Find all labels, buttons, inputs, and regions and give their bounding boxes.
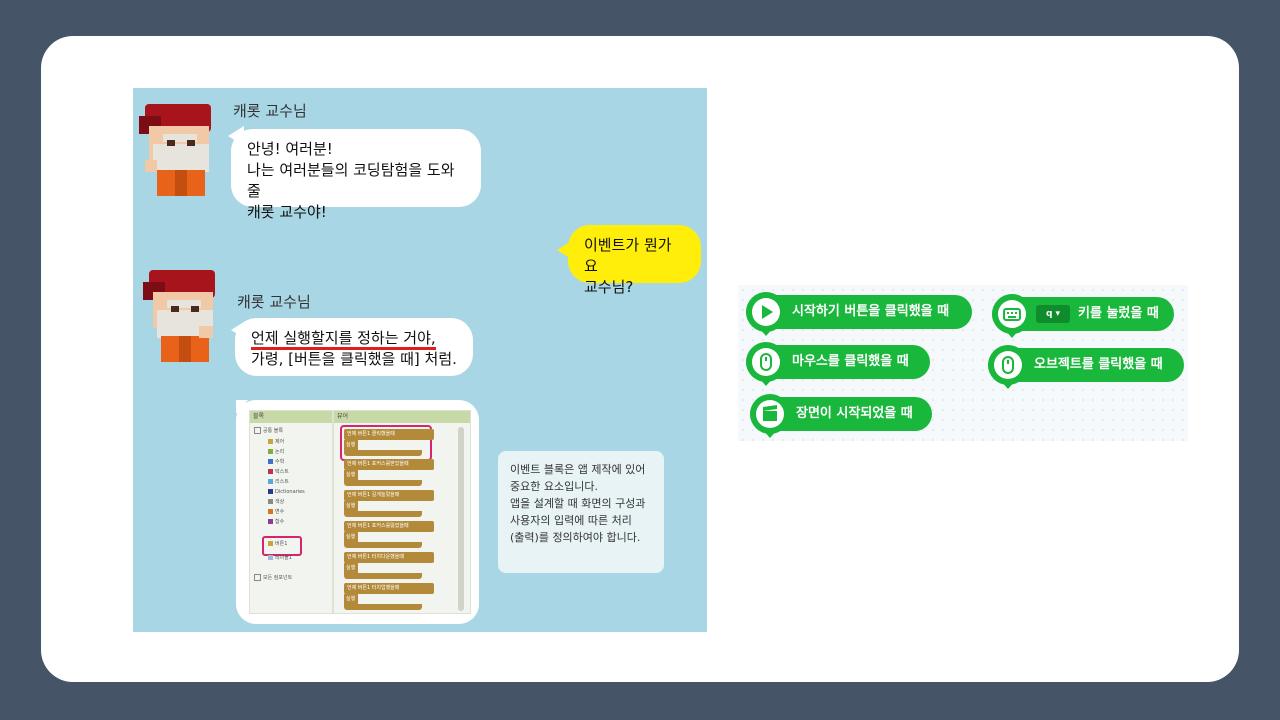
event-block[interactable]: 언제 버튼1 터치업했을때 실행	[344, 583, 436, 611]
speaker-name: 캐롯 교수님	[233, 102, 307, 120]
mouse-icon	[752, 348, 780, 376]
tree-item[interactable]: 제어	[268, 438, 284, 446]
tree-item[interactable]: 레이블1	[268, 554, 292, 562]
professor-carrot-avatar	[143, 270, 215, 362]
tree-item[interactable]: 리스트	[268, 478, 289, 486]
mouse-clicked-block[interactable]: 마우스를 클릭했을 때	[746, 342, 930, 386]
professor-carrot-avatar	[139, 104, 211, 196]
tree-item[interactable]: 수학	[268, 458, 284, 466]
explanation-bubble: 언제 실행할지를 정하는 거야, 가령, [버튼을 클릭했을 때] 처럼.	[235, 318, 473, 376]
mouse-icon	[994, 351, 1022, 379]
greeting-line: 캐롯 교수야!	[247, 203, 327, 221]
tree-item[interactable]: 변수	[268, 508, 284, 516]
note-line: 사용자의 입력에 따른 처리	[510, 514, 632, 527]
event-block[interactable]: 언제 버튼1 포커스를받았을때 실행	[344, 459, 436, 487]
question-line: 이벤트가 뭔가요	[584, 236, 672, 275]
question-bubble: 이벤트가 뭔가요 교수님?	[568, 225, 701, 296]
blocks-header: 블록	[250, 411, 332, 423]
comic-panel: 캐롯 교수님 안녕! 여러분! 나는 여러분들의 코딩탐험을 도와줄 캐롯 교수…	[133, 88, 707, 632]
block-label: 키를 눌렀을 때	[1078, 306, 1159, 321]
keyboard-icon	[998, 300, 1026, 328]
note-line: 중요한 요소입니다.	[510, 480, 598, 493]
speaker-name: 캐롯 교수님	[237, 293, 311, 311]
event-block[interactable]: 언제 버튼1 포커스를잃었을때 실행	[344, 521, 436, 549]
play-icon	[752, 298, 780, 326]
block-editor-screenshot-bubble: 블록 뷰어 공통 블록 제어 논리 수학 텍스트 리스트 Dictionarie…	[236, 400, 479, 624]
tree-item[interactable]: 논리	[268, 448, 284, 456]
button1-highlight	[262, 536, 302, 556]
event-block[interactable]: 언제 버튼1 클릭했을때 실행	[344, 429, 436, 457]
tree-item[interactable]: 공통 블록	[254, 427, 283, 435]
key-dropdown[interactable]: q ▾	[1036, 305, 1070, 323]
clapperboard-icon	[756, 400, 784, 428]
entry-event-blocks: 시작하기 버튼을 클릭했을 때 q ▾ 키를 눌렀을 때 마우스를 클릭했을 때…	[738, 285, 1188, 441]
greeting-line: 나는 여러분들의 코딩탐험을 도와줄	[247, 161, 455, 200]
block-label: 마우스를 클릭했을 때	[792, 354, 909, 369]
event-block[interactable]: 언제 버튼1 길게눌렀을때 실행	[344, 490, 436, 518]
tree-item[interactable]: 색상	[268, 498, 284, 506]
note-line: (출력)를 정의하여야 합니다.	[510, 531, 641, 544]
tree-item[interactable]: 텍스트	[268, 468, 289, 476]
start-clicked-block[interactable]: 시작하기 버튼을 클릭했을 때	[746, 292, 972, 336]
tree-item[interactable]: Dictionaries	[268, 488, 305, 496]
tree-item[interactable]: 모든 컴포넌트	[254, 574, 292, 582]
block-label: 장면이 시작되었을 때	[796, 406, 913, 421]
example-line: 가령, [버튼을 클릭했을 때] 처럼.	[251, 350, 457, 368]
emphasized-line: 언제 실행할지를 정하는 거야,	[251, 329, 436, 350]
block-label: 오브젝트를 클릭했을 때	[1034, 357, 1163, 372]
key-pressed-block[interactable]: q ▾ 키를 눌렀을 때	[992, 294, 1174, 338]
scene-started-block[interactable]: 장면이 시작되었을 때	[750, 394, 932, 438]
greeting-bubble: 안녕! 여러분! 나는 여러분들의 코딩탐험을 도와줄 캐롯 교수야!	[231, 129, 481, 221]
object-clicked-block[interactable]: 오브젝트를 클릭했을 때	[988, 345, 1184, 389]
block-editor: 블록 뷰어 공통 블록 제어 논리 수학 텍스트 리스트 Dictionarie…	[249, 410, 471, 614]
note-line: 이벤트 블록은 앱 제작에 있어	[510, 463, 646, 476]
viewer-scrollbar[interactable]	[458, 427, 464, 611]
viewer-area: 언제 버튼1 클릭했을때 실행 언제 버튼1 포커스를받았을때 실행 언제 버튼…	[336, 425, 466, 613]
tree-item-button1[interactable]: 버튼1	[268, 540, 287, 548]
question-line: 교수님?	[584, 278, 634, 296]
block-label: 시작하기 버튼을 클릭했을 때	[792, 304, 950, 319]
greeting-line: 안녕! 여러분!	[247, 140, 333, 158]
event-block-note: 이벤트 블록은 앱 제작에 있어 중요한 요소입니다. 앱을 설계할 때 화면의…	[498, 451, 664, 573]
tree-item[interactable]: 함수	[268, 518, 284, 526]
viewer-header: 뷰어	[334, 411, 470, 423]
divider	[332, 411, 334, 613]
note-line: 앱을 설계할 때 화면의 구성과	[510, 497, 646, 510]
event-block[interactable]: 언제 버튼1 터치다운했을때 실행	[344, 552, 436, 580]
